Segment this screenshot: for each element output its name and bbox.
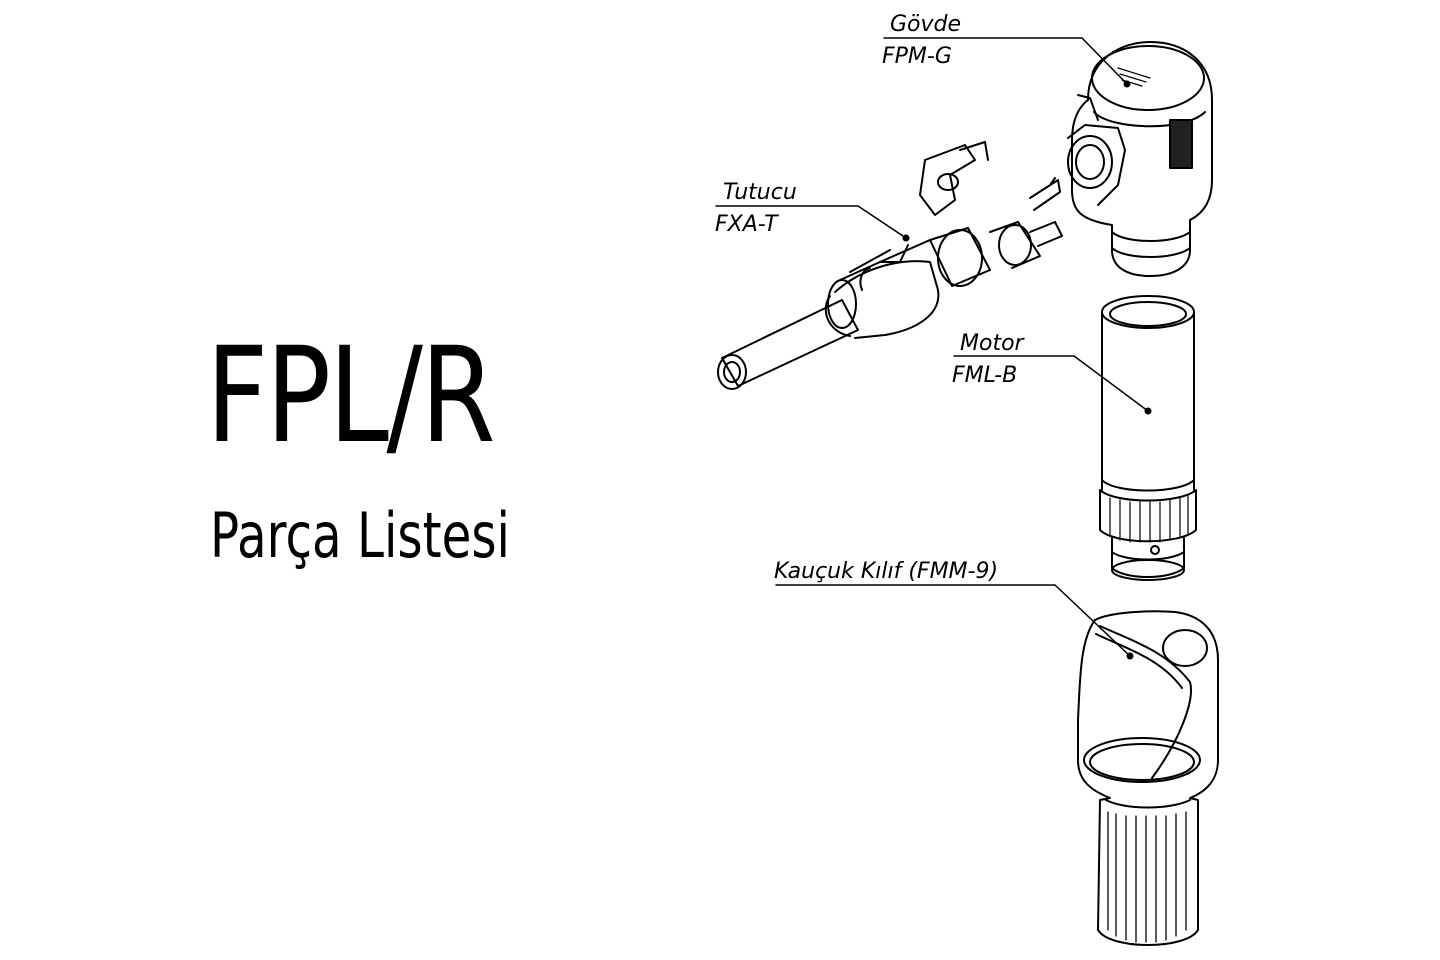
- page-subtitle: Parça Listesi: [210, 499, 510, 572]
- govde-part-drawing: [1067, 41, 1213, 277]
- label-motor-name: Motor: [960, 331, 1026, 356]
- label-kaucuk-name: Kauçuk Kılıf (FMM-9): [774, 559, 998, 584]
- tutucu-part-drawing: [717, 141, 1063, 390]
- label-govde-code: FPM-G: [882, 44, 952, 69]
- label-tutucu-name: Tutucu: [723, 180, 797, 205]
- leader-motor: [953, 355, 1149, 412]
- leader-govde: [883, 37, 1128, 85]
- label-tutucu-code: FXA-T: [715, 212, 779, 237]
- label-govde-name: Gövde: [890, 12, 961, 37]
- kaucuk-kilif-part-drawing: [1077, 610, 1219, 946]
- motor-part-drawing: [1099, 295, 1197, 581]
- leader-kaucuk: [775, 584, 1131, 657]
- label-motor-code: FML-B: [952, 363, 1017, 388]
- leader-tutucu: [715, 205, 907, 239]
- leader-lines: [715, 37, 1149, 657]
- page-title: FPL/R: [206, 319, 496, 473]
